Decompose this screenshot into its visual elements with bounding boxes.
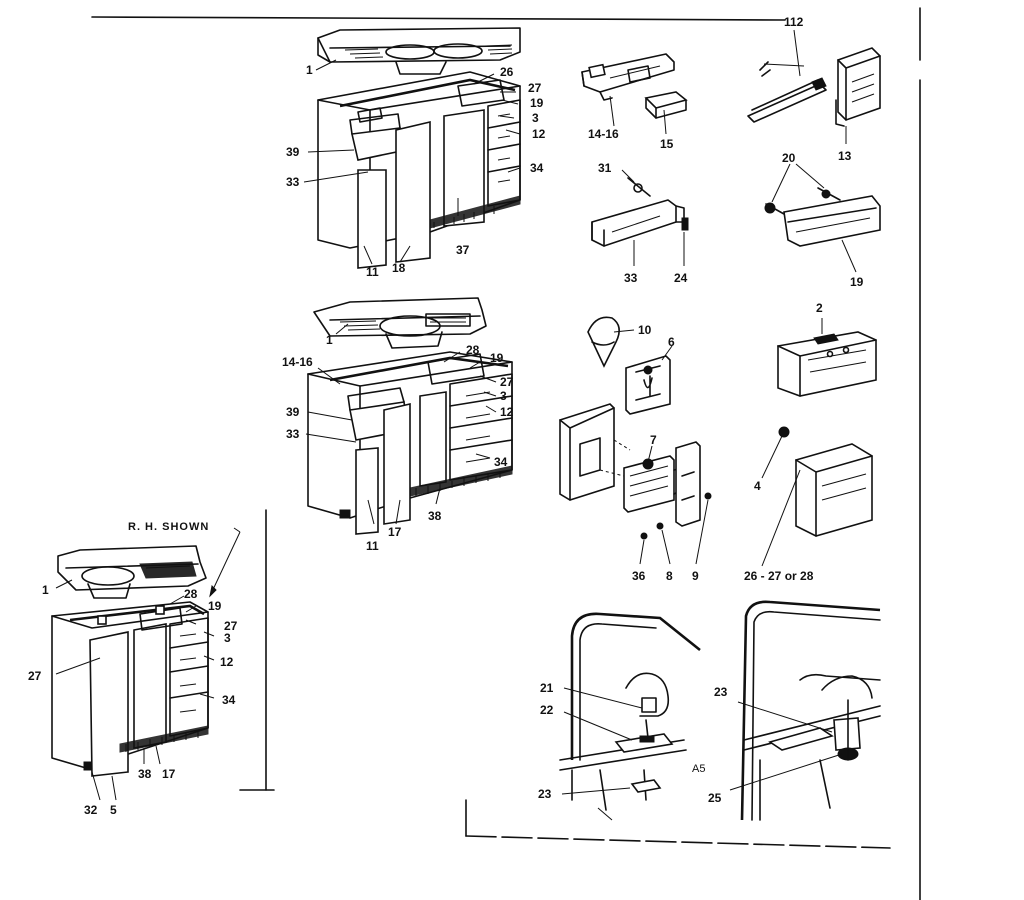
label-part-13: 13	[838, 149, 852, 163]
label-part-10: 10	[638, 323, 652, 337]
label-part-34-low: 34	[222, 693, 236, 707]
label-part-20: 20	[782, 151, 796, 165]
cabinet-assembly-3	[51, 545, 209, 777]
label-part-38-mid: 38	[428, 509, 442, 523]
part-33-bracket-arm	[591, 177, 689, 247]
label-part-24: 24	[674, 271, 688, 285]
label-part-27-low-right: 27	[224, 619, 238, 633]
part-26-27-28-body	[778, 426, 873, 537]
label-part-8: 8	[666, 569, 673, 583]
label-part-33-arm: 33	[624, 271, 638, 285]
part-10-cone	[587, 316, 620, 368]
installation-detail-left	[559, 612, 701, 821]
label-part-37: 37	[456, 243, 470, 257]
label-part-7: 7	[650, 433, 657, 447]
part-14-16-bracket	[581, 53, 675, 101]
label-part-1-mid: 1	[326, 333, 333, 347]
label-part-5: 5	[110, 803, 117, 817]
label-part-17-low: 17	[162, 767, 176, 781]
label-part-3: 3	[532, 111, 539, 125]
label-part-19-low: 19	[208, 599, 222, 613]
label-part-28-low: 28	[184, 587, 198, 601]
leader-lines	[55, 29, 857, 801]
label-part-1-low: 1	[42, 583, 49, 597]
label-part-14-16: 14-16	[588, 127, 619, 141]
part-112-rail	[747, 61, 827, 123]
part-19-handle	[764, 187, 881, 247]
label-part-2: 2	[816, 301, 823, 315]
label-part-14-16-mid: 14-16	[282, 355, 313, 369]
label-part-3-low: 3	[224, 631, 231, 645]
installation-detail-right	[740, 600, 881, 821]
label-part-9: 9	[692, 569, 699, 583]
label-part-11: 11	[366, 265, 379, 279]
diagram-frame-lines	[91, 7, 921, 900]
label-part-32: 32	[84, 803, 98, 817]
part-2-assembly	[777, 331, 877, 397]
label-part-36: 36	[632, 569, 646, 583]
label-part-23-right: 23	[714, 685, 728, 699]
label-part-112: 112	[784, 15, 804, 29]
cabinet-assembly-2	[307, 297, 513, 535]
label-part-27: 27	[528, 81, 542, 95]
label-part-25: 25	[708, 791, 722, 805]
label-part-34: 34	[530, 161, 544, 175]
label-part-39-mid: 39	[286, 405, 300, 419]
label-part-19: 19	[530, 96, 544, 110]
part-13-bin	[835, 47, 881, 127]
label-part-1: 1	[306, 63, 313, 77]
label-part-38-low: 38	[138, 767, 152, 781]
parts-6-7-mechanism	[559, 355, 712, 540]
label-part-21: 21	[540, 681, 554, 695]
label-rh-shown: R. H. SHOWN	[128, 521, 210, 533]
label-part-3-mid: 3	[500, 389, 507, 403]
label-part-27-mid: 27	[500, 375, 514, 389]
label-part-15: 15	[660, 137, 674, 151]
label-part-19-mid: 19	[490, 351, 504, 365]
label-part-22: 22	[540, 703, 554, 717]
label-part-11-mid: 11	[366, 539, 379, 553]
label-part-31: 31	[598, 161, 612, 175]
label-part-19-handle: 19	[850, 275, 864, 289]
label-part-17-mid: 17	[388, 525, 402, 539]
label-a5: A5	[692, 763, 706, 775]
label-part-12: 12	[532, 127, 546, 141]
label-part-6: 6	[668, 335, 675, 349]
label-part-28: 28	[466, 343, 480, 357]
label-part-12-low: 12	[220, 655, 234, 669]
label-part-18: 18	[392, 261, 406, 275]
label-part-39: 39	[286, 145, 300, 159]
cabinet-assembly-1	[317, 27, 521, 269]
label-part-34-mid: 34	[494, 455, 508, 469]
label-part-26: 26	[500, 65, 514, 79]
label-part-23-left: 23	[538, 787, 552, 801]
label-part-33: 33	[286, 175, 300, 189]
label-part-26-27-28: 26 - 27 or 28	[744, 569, 814, 583]
part-15-block	[644, 91, 688, 119]
label-part-33-mid: 33	[286, 427, 300, 441]
label-part-27-low-left: 27	[28, 669, 42, 683]
label-part-4: 4	[754, 479, 761, 493]
label-part-12-mid: 12	[500, 405, 514, 419]
